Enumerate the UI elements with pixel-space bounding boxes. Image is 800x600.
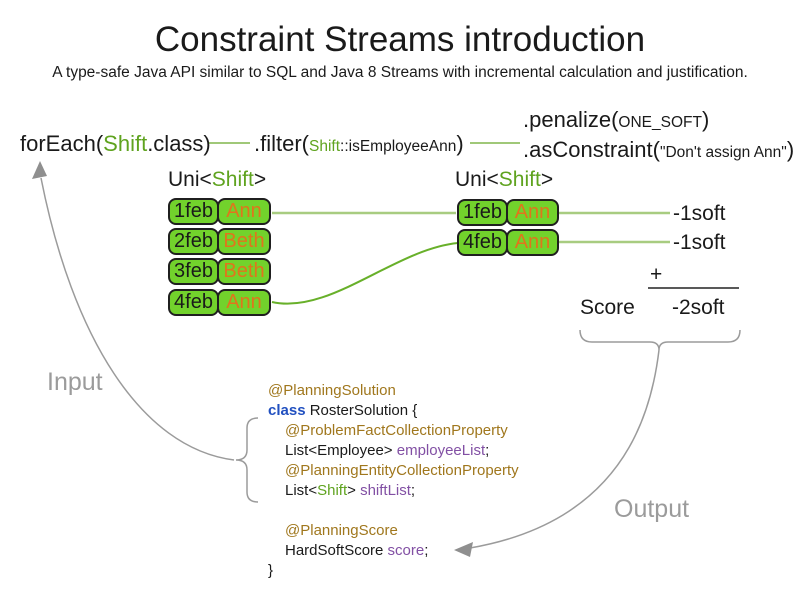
shift-list-type-shift: Shift xyxy=(317,482,348,499)
code-line-planning-solution: @PlanningSolution xyxy=(268,382,396,399)
shift-date-cell: 2feb xyxy=(168,228,219,255)
employee-list-semicolon: ; xyxy=(485,442,490,459)
filter-method: ::isEmployeeAnn xyxy=(340,138,457,155)
as-constraint-pre: .asConstraint( xyxy=(523,137,660,162)
output-arrow-icon xyxy=(454,542,473,557)
penalize-post: ) xyxy=(701,107,710,132)
penalize-arg: ONE_SOFT xyxy=(618,114,702,131)
shift-list-type-post: > xyxy=(347,482,361,499)
shift-date-cell: 4feb xyxy=(457,229,508,256)
uni-pre: Uni< xyxy=(168,168,212,191)
code-line-shift-list: List<Shift> shiftList; xyxy=(268,481,519,501)
code-blank-line xyxy=(268,501,519,521)
class-keyword: class xyxy=(268,402,306,419)
filter-expression: .filter(Shift::isEmployeeAnn) xyxy=(254,131,464,157)
output-stream-type-label: Uni<Shift> xyxy=(455,168,553,192)
match-curve-4feb xyxy=(271,242,459,305)
input-arrow-curve xyxy=(40,177,235,461)
shift-employee-cell: Beth xyxy=(217,258,271,285)
code-closing-brace: } xyxy=(268,562,274,579)
score-field: score xyxy=(387,542,425,559)
code-line-score-field: HardSoftScore score; xyxy=(268,541,519,561)
page-subtitle: A type-safe Java API similar to SQL and … xyxy=(52,64,748,81)
shift-date-cell: 4feb xyxy=(168,289,219,316)
foreach-post: .class) xyxy=(147,131,211,156)
foreach-expression: forEach(Shift.class) xyxy=(20,131,211,157)
plus-sign: + xyxy=(650,263,663,286)
uni-post: > xyxy=(253,168,267,191)
shift-date-cell: 1feb xyxy=(457,199,508,226)
employee-list-field: employeeList xyxy=(396,442,486,459)
score-total: -2soft xyxy=(672,296,725,319)
class-name: RosterSolution { xyxy=(305,402,418,419)
shift-employee-cell: Ann xyxy=(506,199,559,226)
as-constraint-arg: "Don't assign Ann" xyxy=(659,144,787,161)
filter-shift-class: Shift xyxy=(309,138,341,155)
score-semicolon: ; xyxy=(424,542,429,559)
as-constraint-line: .asConstraint("Don't assign Ann") xyxy=(523,136,794,166)
code-line-class-declaration: class RosterSolution { xyxy=(268,401,519,421)
penalize-expression: .penalize(ONE_SOFT) .asConstraint("Don't… xyxy=(523,106,794,166)
filter-pre: .filter( xyxy=(254,131,309,156)
code-line-problem-fact-annotation: @ProblemFactCollectionProperty xyxy=(285,422,508,439)
penalize-line: .penalize(ONE_SOFT) xyxy=(523,106,794,136)
roster-solution-code: @PlanningSolution class RosterSolution {… xyxy=(268,381,519,581)
output-label: Output xyxy=(614,495,690,523)
shift-employee-cell: Ann xyxy=(217,198,271,225)
input-brace xyxy=(235,417,259,503)
uni-pre: Uni< xyxy=(455,168,499,191)
uni-post: > xyxy=(540,168,554,191)
match-score-1: -1soft xyxy=(673,202,726,225)
shift-date-cell: 3feb xyxy=(168,258,219,285)
employee-list-type: List<Employee> xyxy=(285,442,397,459)
shift-employee-cell: Ann xyxy=(217,289,271,316)
input-label: Input xyxy=(47,368,103,396)
uni-shift: Shift xyxy=(498,168,541,191)
score-label: Score xyxy=(580,296,635,319)
shift-list-field: shiftList xyxy=(360,482,411,499)
filter-post: ) xyxy=(456,131,464,156)
as-constraint-post: ) xyxy=(786,137,795,162)
shift-list-semicolon: ; xyxy=(410,482,416,499)
penalize-pre: .penalize( xyxy=(523,107,619,132)
input-arrow-icon xyxy=(32,161,47,179)
shift-date-cell: 1feb xyxy=(168,198,219,225)
code-line-planning-entity-annotation: @PlanningEntityCollectionProperty xyxy=(285,462,519,479)
code-line-employee-list: List<Employee> employeeList; xyxy=(268,441,519,461)
code-line-planning-score-annotation: @PlanningScore xyxy=(285,522,398,539)
match-score-2: -1soft xyxy=(673,231,726,254)
output-brace xyxy=(579,329,741,351)
page-title: Constraint Streams introduction xyxy=(154,20,646,59)
input-stream-type-label: Uni<Shift> xyxy=(168,168,266,192)
score-type: HardSoftScore xyxy=(285,542,388,559)
shift-employee-cell: Beth xyxy=(217,228,271,255)
shift-list-type-pre: List< xyxy=(285,482,318,499)
foreach-shift-class: Shift xyxy=(103,131,148,156)
uni-shift: Shift xyxy=(211,168,254,191)
output-arrow-curve xyxy=(469,349,660,549)
shift-employee-cell: Ann xyxy=(506,229,559,256)
foreach-pre: forEach( xyxy=(20,131,104,156)
